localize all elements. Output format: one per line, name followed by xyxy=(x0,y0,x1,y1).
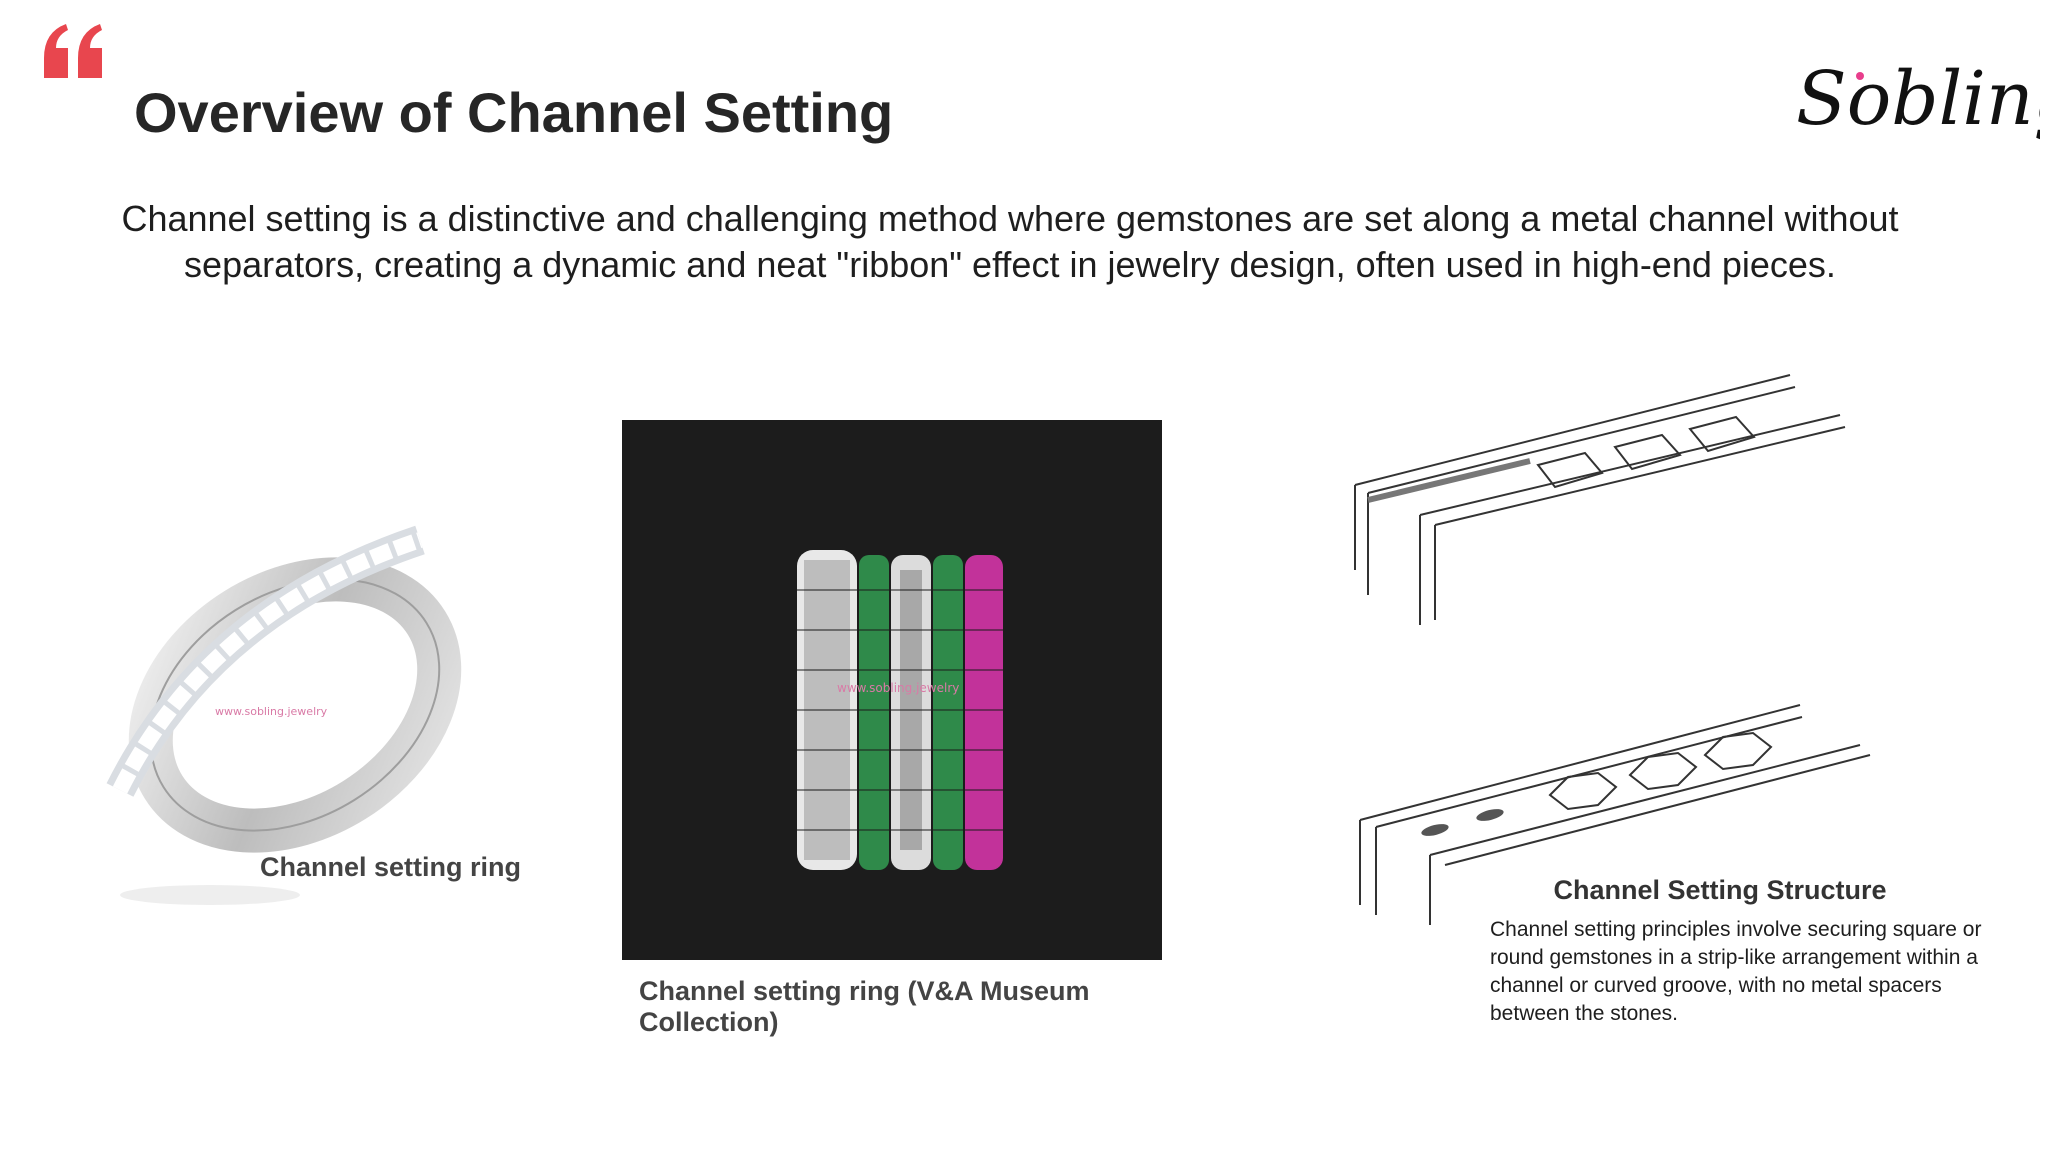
va-museum-ring-photo: www.sobling.jewelry xyxy=(622,420,1162,960)
structure-description: Channel setting principles involve secur… xyxy=(1490,918,1982,1025)
gem-icon xyxy=(1856,72,1864,80)
round-stone-channel-diagram xyxy=(1359,704,1871,925)
svg-text:www.sobling.jewelry: www.sobling.jewelry xyxy=(215,705,328,718)
svg-text:www.sobling.jewelry: www.sobling.jewelry xyxy=(837,681,959,695)
intro-paragraph: Channel setting is a distinctive and cha… xyxy=(121,198,1899,285)
structure-title: Channel Setting Structure xyxy=(1553,875,1887,905)
svg-text:Sobling: Sobling xyxy=(1796,56,2040,142)
va-caption: Channel setting ring (V&A Museum Collect… xyxy=(639,976,1090,1037)
brand-logo: Sobling xyxy=(1796,56,2040,142)
channel-ring-photo: www.sobling.jewelry xyxy=(106,525,462,905)
ring-caption: Channel setting ring xyxy=(260,852,522,882)
page-title: Overview of Channel Setting xyxy=(134,81,894,144)
quote-mark-icon xyxy=(44,24,102,78)
square-stone-channel-diagram: www.sobling.jewelry xyxy=(1354,374,1846,625)
